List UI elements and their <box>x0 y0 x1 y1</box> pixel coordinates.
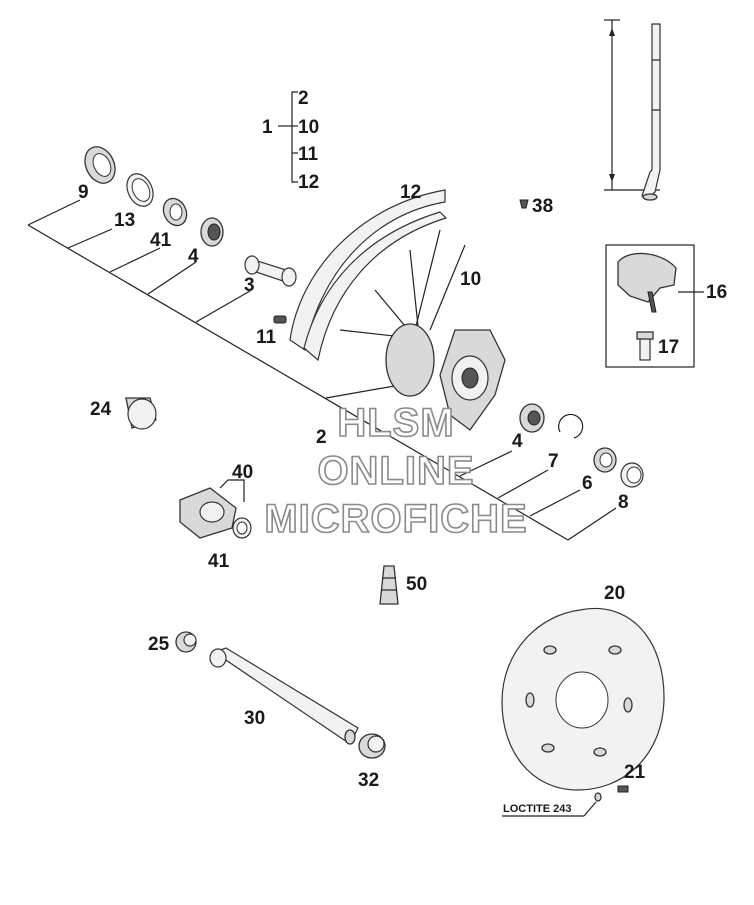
spoke-length-detail <box>604 19 661 201</box>
ring-13 <box>126 173 154 207</box>
callout-2-hub[interactable]: 2 <box>316 427 327 448</box>
bolt-21 <box>502 785 629 817</box>
callout-10-spokes[interactable]: 10 <box>460 269 481 290</box>
callout-40[interactable]: 40 <box>232 462 253 483</box>
callout-11-top[interactable]: 11 <box>298 144 319 165</box>
circlip-7 <box>558 413 584 439</box>
callout-4-top[interactable]: 4 <box>188 246 199 267</box>
callout-11[interactable]: 11 <box>256 327 277 348</box>
bearing-4-right <box>519 403 545 433</box>
nut-32 <box>358 733 386 759</box>
loctite-note: LOCTITE 243 <box>503 803 571 815</box>
seal-9 <box>84 146 116 184</box>
spacer-tube-3 <box>244 255 297 287</box>
callout-12-rim[interactable]: 12 <box>400 182 421 203</box>
spacer-41-top <box>162 197 188 227</box>
callout-7[interactable]: 7 <box>548 451 559 472</box>
callout-32[interactable]: 32 <box>358 770 379 791</box>
callout-16[interactable]: 16 <box>706 282 727 303</box>
callout-30[interactable]: 30 <box>244 708 265 729</box>
hub <box>385 323 506 431</box>
callout-38[interactable]: 38 <box>532 196 553 217</box>
brake-disc-20 <box>501 607 665 791</box>
callout-2-top[interactable]: 2 <box>298 88 309 109</box>
callout-25[interactable]: 25 <box>148 634 170 655</box>
watermark-line-2: ONLINE <box>317 449 474 493</box>
callout-8[interactable]: 8 <box>618 492 629 513</box>
nut-25 <box>175 631 197 653</box>
axis-line <box>27 199 617 541</box>
callout-4-right[interactable]: 4 <box>512 431 523 452</box>
callout-10-top[interactable]: 10 <box>298 117 319 138</box>
seal-8 <box>620 462 644 488</box>
callout-13[interactable]: 13 <box>114 210 135 231</box>
part-38 <box>519 199 529 209</box>
inset-16-17 <box>605 244 704 368</box>
assembly-bracket-1: 1 2 10 11 12 <box>262 88 319 193</box>
callout-3[interactable]: 3 <box>244 275 255 296</box>
callout-6[interactable]: 6 <box>582 473 593 494</box>
nipple-11 <box>273 315 287 324</box>
watermark: HLSM ONLINE MICROFICHE <box>264 400 528 542</box>
callout-41-bottom[interactable]: 41 <box>208 551 230 572</box>
callout-12-top[interactable]: 12 <box>298 172 319 193</box>
rim-and-spokes <box>289 189 466 362</box>
callout-21[interactable]: 21 <box>624 762 646 783</box>
axle-30 <box>209 647 359 745</box>
bearing-4-left <box>200 217 224 247</box>
callout-9[interactable]: 9 <box>78 182 89 203</box>
valve-50 <box>379 565 399 605</box>
callout-24[interactable]: 24 <box>90 399 112 420</box>
watermark-line-3: MICROFICHE <box>264 497 527 541</box>
spacer-6 <box>593 447 617 473</box>
bushing-24 <box>125 397 157 430</box>
callout-20[interactable]: 20 <box>604 583 625 604</box>
callout-50[interactable]: 50 <box>406 574 427 595</box>
callout-41-top[interactable]: 41 <box>150 230 172 251</box>
speedo-drive-40 <box>179 479 252 539</box>
callout-1[interactable]: 1 <box>262 117 273 138</box>
watermark-line-1: HLSM <box>337 401 454 445</box>
callout-17[interactable]: 17 <box>658 337 679 358</box>
